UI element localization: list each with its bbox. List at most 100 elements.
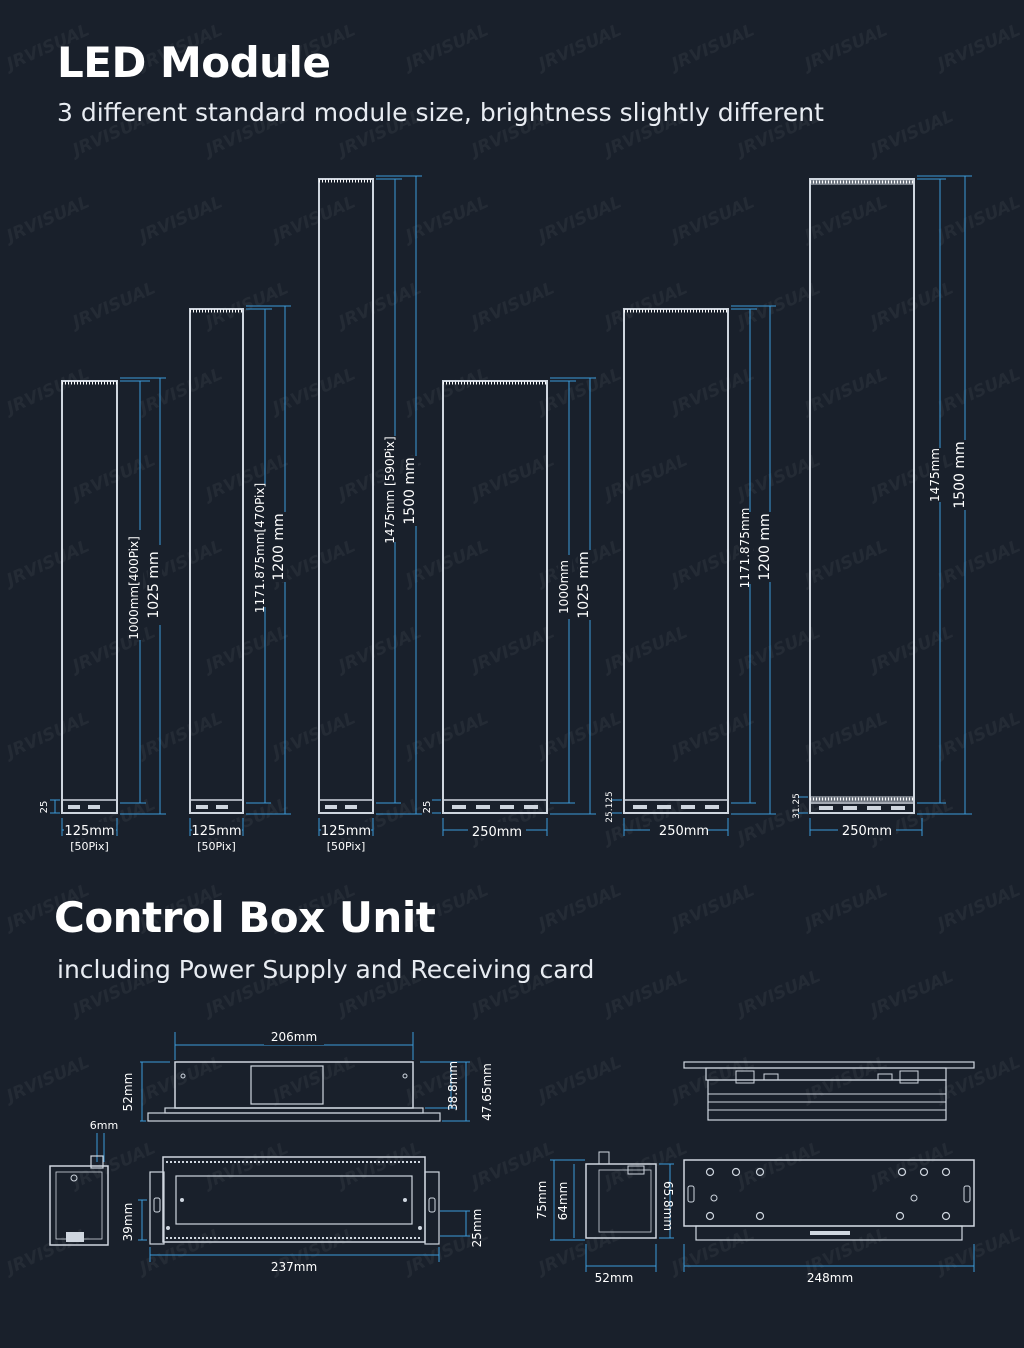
module-6-outer: 1500 mm xyxy=(952,441,968,508)
watermark-text: JRVISUAL xyxy=(932,364,1023,419)
box1-top-width: 206mm xyxy=(271,1030,317,1044)
box1-side-height: 39mm xyxy=(121,1203,135,1242)
watermark-text: JRVISUAL xyxy=(599,622,690,677)
watermark-text: JRVISUAL xyxy=(865,106,956,161)
watermark-text: JRVISUAL xyxy=(1,880,92,935)
module-1-base: 25 xyxy=(39,801,50,814)
module-6-width: 250mm xyxy=(842,824,892,839)
led-module-1: 125mm [50Pix] 1000mm[400Pix] 1025 mm 25 xyxy=(39,377,166,853)
watermark-text: JRVISUAL xyxy=(865,1138,956,1193)
watermark-text: JRVISUAL xyxy=(865,622,956,677)
module-3-inner: 1475mm [590Pix] xyxy=(383,436,397,543)
watermark-text: JRVISUAL xyxy=(932,20,1023,75)
watermark-text: JRVISUAL xyxy=(67,450,158,505)
watermark-text: JRVISUAL xyxy=(865,966,956,1021)
section-title-led-module: LED Module xyxy=(57,38,331,87)
watermark-text: JRVISUAL xyxy=(134,192,225,247)
control-box-1-front: 206mm 52mm 38.8mm 47.65mm xyxy=(121,1029,494,1122)
watermark-layer: JRVISUAL JRVISUAL JRVISUAL JRVISUAL JRVISUAL… xyxy=(1,20,1023,1279)
watermark-text: JRVISUAL xyxy=(932,192,1023,247)
watermark-text: JRVISUAL xyxy=(200,1138,291,1193)
led-module-4: 250mm 1000mm 1025 mm 25 xyxy=(422,377,596,840)
watermark-text: JRVISUAL xyxy=(799,20,890,75)
module-5-width: 250mm xyxy=(659,824,709,839)
module-3-width: 125mm xyxy=(321,824,371,839)
watermark-text: JRVISUAL xyxy=(267,192,358,247)
watermark-text: JRVISUAL xyxy=(599,106,690,161)
box1-height-outer: 47.65mm xyxy=(480,1063,494,1121)
watermark-text: JRVISUAL xyxy=(599,278,690,333)
watermark-text: JRVISUAL xyxy=(400,20,491,75)
watermark-text: JRVISUAL xyxy=(799,364,890,419)
watermark-text: JRVISUAL xyxy=(67,106,158,161)
box1-side-offset: 6mm xyxy=(90,1119,118,1132)
watermark-text: JRVISUAL xyxy=(599,450,690,505)
watermark-text: JRVISUAL xyxy=(666,708,757,763)
watermark-text: JRVISUAL xyxy=(200,622,291,677)
module-4-width: 250mm xyxy=(472,825,522,840)
watermark-text: JRVISUAL xyxy=(134,20,225,75)
watermark-text: JRVISUAL xyxy=(400,880,491,935)
watermark-text: JRVISUAL xyxy=(466,278,557,333)
section-subtitle-led-module: 3 different standard module size, bright… xyxy=(57,98,824,127)
module-2-inner: 1171.875mm[470Pix] xyxy=(253,483,267,613)
watermark-text: JRVISUAL xyxy=(134,1052,225,1107)
watermark-text: JRVISUAL xyxy=(67,966,158,1021)
module-5-inner: 1171.875mm xyxy=(738,508,752,589)
module-1-width: 125mm xyxy=(64,824,114,839)
watermark-text: JRVISUAL xyxy=(200,966,291,1021)
watermark-text: JRVISUAL xyxy=(1,364,92,419)
module-4-inner: 1000mm xyxy=(557,560,571,614)
watermark-text: JRVISUAL xyxy=(666,20,757,75)
module-3-pix: [50Pix] xyxy=(327,840,366,853)
control-box-2-top: 248mm xyxy=(683,1159,975,1285)
box2-height-outer: 75mm xyxy=(535,1181,549,1220)
module-1-inner: 1000mm[400Pix] xyxy=(127,536,141,640)
led-module-6: 250mm 1475mm 1500 mm 31.25 xyxy=(792,175,972,839)
watermark-text: JRVISUAL xyxy=(666,1224,757,1279)
control-box-2-side: 75mm 64mm 65.8mm 52mm xyxy=(535,1151,675,1285)
led-module-2: 125mm [50Pix] 1171.875mm[470Pix] 1200 mm xyxy=(189,305,291,853)
watermark-text: JRVISUAL xyxy=(932,880,1023,935)
control-box-1-side: 6mm xyxy=(49,1119,118,1246)
watermark-text: JRVISUAL xyxy=(932,708,1023,763)
control-box-1-top: 39mm 25mm 237mm xyxy=(121,1156,484,1274)
module-5-outer: 1200 mm xyxy=(757,513,773,580)
watermark-text: JRVISUAL xyxy=(134,880,225,935)
watermark-text: JRVISUAL xyxy=(466,966,557,1021)
watermark-text: JRVISUAL xyxy=(333,622,424,677)
watermark-text: JRVISUAL xyxy=(333,278,424,333)
watermark-text: JRVISUAL xyxy=(732,106,823,161)
watermark-text: JRVISUAL xyxy=(865,278,956,333)
watermark-text: JRVISUAL xyxy=(134,708,225,763)
section-title-control-box: Control Box Unit xyxy=(54,893,436,942)
module-4-outer: 1025 mm xyxy=(576,551,592,618)
watermark-text: JRVISUAL xyxy=(333,1138,424,1193)
watermark-text: JRVISUAL xyxy=(200,106,291,161)
control-box-2-front xyxy=(683,1061,975,1121)
module-1-outer: 1025 mm xyxy=(146,551,162,618)
module-2-outer: 1200 mm xyxy=(271,513,287,580)
box2-bottom-width: 248mm xyxy=(807,1271,853,1285)
watermark-text: JRVISUAL xyxy=(1,536,92,591)
watermark-text: JRVISUAL xyxy=(400,364,491,419)
watermark-text: JRVISUAL xyxy=(533,880,624,935)
module-6-base: 31.25 xyxy=(792,793,802,819)
watermark-text: JRVISUAL xyxy=(1,20,92,75)
watermark-text: JRVISUAL xyxy=(267,364,358,419)
watermark-text: JRVISUAL xyxy=(932,536,1023,591)
watermark-text: JRVISUAL xyxy=(799,192,890,247)
watermark-text: JRVISUAL xyxy=(67,622,158,677)
watermark-text: JRVISUAL xyxy=(799,880,890,935)
box1-bottom-width: 237mm xyxy=(271,1260,317,1274)
watermark-text: JRVISUAL xyxy=(666,192,757,247)
watermark-text: JRVISUAL xyxy=(466,106,557,161)
led-module-3: 125mm [50Pix] 1475mm [590Pix] 1500 mm xyxy=(318,175,422,853)
led-module-5: 250mm 1171.875mm 1200 mm 25.125 xyxy=(605,305,776,839)
watermark-text: JRVISUAL xyxy=(533,192,624,247)
watermark-text: JRVISUAL xyxy=(533,20,624,75)
module-5-base: 25.125 xyxy=(605,791,615,823)
watermark-text: JRVISUAL xyxy=(666,364,757,419)
watermark-text: JRVISUAL xyxy=(466,450,557,505)
box2-height-inner: 64mm xyxy=(556,1182,570,1221)
